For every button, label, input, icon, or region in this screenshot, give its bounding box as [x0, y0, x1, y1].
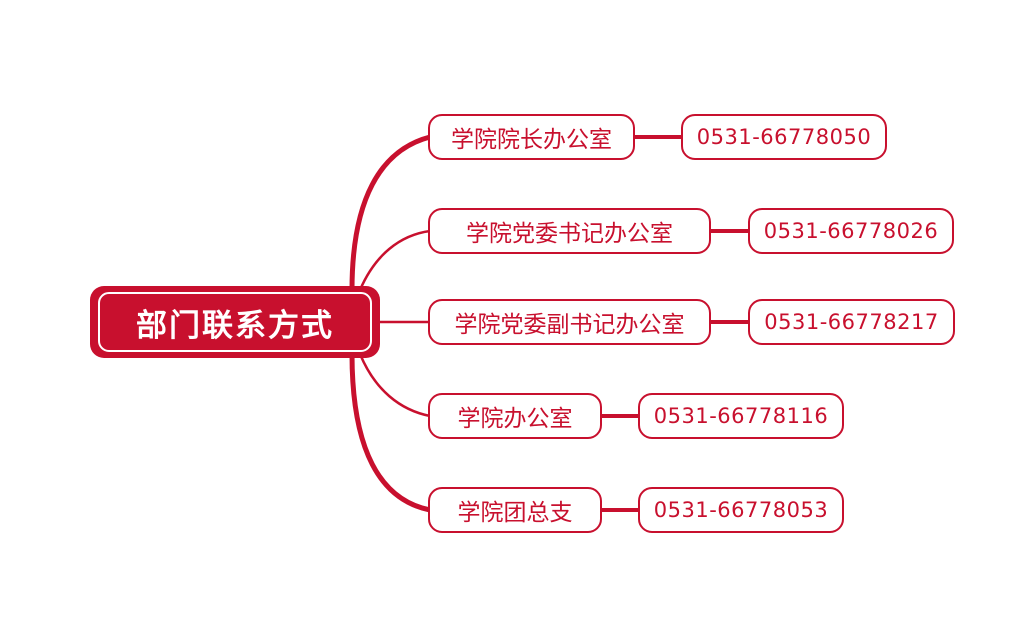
connector-branch-4 [358, 352, 432, 418]
branch-node-dean-office: 学院院长办公室 [428, 114, 635, 160]
connector-branch-1 [349, 134, 433, 293]
phone-node-deputy-secretary-office: 0531-66778217 [748, 299, 955, 345]
branch-node-deputy-secretary-office: 学院党委副书记办公室 [428, 299, 711, 345]
branch-node-party-secretary-office: 学院党委书记办公室 [428, 208, 711, 254]
connector-branch-2 [358, 229, 432, 292]
phone-node-college-office: 0531-66778116 [638, 393, 844, 439]
root-node: 部门联系方式 [90, 286, 380, 358]
phone-node-youth-league: 0531-66778053 [638, 487, 844, 533]
phone-node-party-secretary-office: 0531-66778026 [748, 208, 954, 254]
branch-node-youth-league: 学院团总支 [428, 487, 602, 533]
root-label: 部门联系方式 [98, 292, 372, 352]
connector-branch-5 [349, 351, 433, 513]
branch-node-college-office: 学院办公室 [428, 393, 602, 439]
phone-node-dean-office: 0531-66778050 [681, 114, 887, 160]
